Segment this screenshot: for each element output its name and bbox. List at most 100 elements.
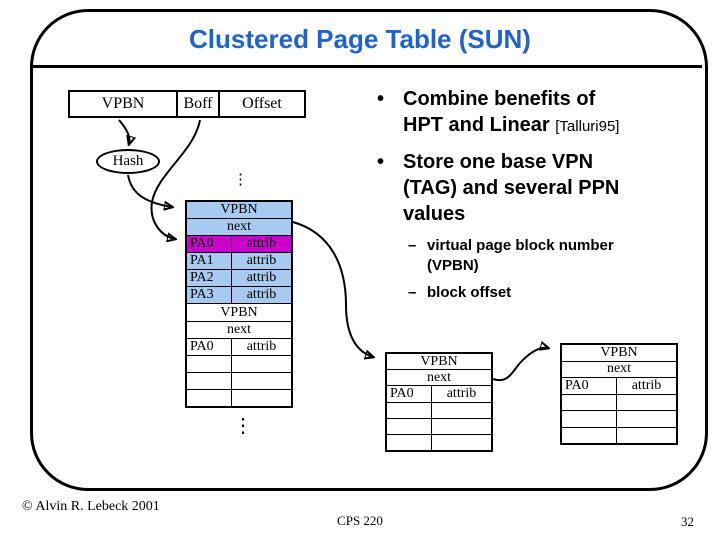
table-row: PA3 attrib bbox=[187, 286, 291, 304]
table-row bbox=[187, 354, 291, 372]
table-cell bbox=[232, 390, 291, 406]
table-cell: PA0 bbox=[562, 378, 617, 394]
table-cell: attrib bbox=[446, 385, 477, 401]
sub-bullet-line: (VPBN) bbox=[427, 257, 479, 274]
table-cell bbox=[187, 389, 232, 406]
bullet-line: values bbox=[403, 203, 466, 225]
table-cell: attrib bbox=[246, 253, 277, 269]
table-row: VPBN bbox=[187, 303, 291, 320]
address-field-boff: Boff bbox=[176, 90, 220, 118]
table-row bbox=[187, 371, 291, 389]
table-row: next bbox=[562, 360, 676, 378]
bullet-line-text: HPT and Linear bbox=[403, 114, 550, 136]
footer-course: CPS 220 bbox=[337, 513, 383, 528]
table-cell: PA0 bbox=[387, 386, 432, 402]
table-cell bbox=[617, 411, 676, 427]
table-cell: next bbox=[606, 361, 632, 377]
table-row: PA2 attrib bbox=[187, 269, 291, 287]
table-cell: VPBN bbox=[220, 202, 258, 218]
table-cell: PA0 bbox=[187, 236, 232, 253]
bullet-text: Combine benefits of HPT and Linear [Tall… bbox=[403, 86, 619, 140]
sub-bullet-list: – virtual page block number (VPBN) – blo… bbox=[408, 236, 662, 303]
table-cell bbox=[562, 427, 617, 443]
hash-ellipse: Hash bbox=[96, 149, 160, 174]
table-cell bbox=[432, 419, 491, 434]
table-cell: PA2 bbox=[187, 270, 232, 287]
overflow-table-2: VPBN next PA0 attrib bbox=[560, 343, 678, 445]
sub-bullet-2: – block offset bbox=[408, 283, 662, 303]
table-cell bbox=[187, 372, 232, 389]
table-cell bbox=[187, 355, 232, 372]
bullet-line: HPT and Linear [Talluri95] bbox=[403, 112, 619, 140]
table-cell bbox=[617, 428, 676, 444]
footer-page-number: 32 bbox=[681, 514, 694, 529]
table-cell: PA1 bbox=[187, 253, 232, 270]
sub-bullet-line: virtual page block number bbox=[427, 237, 614, 254]
bullet-item-1: • Combine benefits of HPT and Linear [Ta… bbox=[377, 86, 662, 140]
sub-bullet-1: – virtual page block number (VPBN) bbox=[408, 236, 662, 276]
table-row bbox=[387, 401, 491, 418]
table-row: PA0 attrib bbox=[187, 337, 291, 355]
table-cell: attrib bbox=[246, 287, 277, 303]
sub-bullet-dash: – bbox=[408, 237, 417, 254]
table-cell: VPBN bbox=[420, 353, 458, 369]
ellipsis-bottom: ⋮ bbox=[233, 415, 253, 437]
slide-border bbox=[30, 9, 708, 491]
table-cell: attrib bbox=[246, 338, 277, 354]
page-table-main: VPBN next PA0 attrib PA1 attrib PA2 attr… bbox=[185, 200, 293, 408]
table-row bbox=[562, 410, 676, 427]
bullet-marker: • bbox=[377, 88, 385, 110]
table-cell: next bbox=[226, 219, 252, 235]
address-field-offset: Offset bbox=[218, 90, 306, 118]
table-row bbox=[562, 393, 676, 411]
bullet-list: • Combine benefits of HPT and Linear [Ta… bbox=[377, 86, 662, 310]
bullet-text: Store one base VPN (TAG) and several PPN… bbox=[403, 149, 619, 227]
ellipsis-top: ⋮ bbox=[233, 172, 248, 188]
table-cell bbox=[562, 394, 617, 410]
table-row bbox=[387, 417, 491, 434]
table-row bbox=[387, 433, 491, 451]
table-row: VPBN bbox=[187, 202, 291, 219]
table-row: VPBN bbox=[562, 345, 676, 361]
bullet-line: Combine benefits of bbox=[403, 88, 596, 110]
table-cell: next bbox=[226, 321, 252, 337]
table-cell: VPBN bbox=[600, 344, 638, 360]
table-row: VPBN bbox=[387, 354, 491, 369]
bullet-marker: • bbox=[377, 151, 385, 173]
table-cell bbox=[432, 435, 491, 450]
table-cell bbox=[387, 418, 432, 434]
address-box: VPBN Boff Offset bbox=[68, 90, 306, 118]
footer-copyright: © Alvin R. Lebeck 2001 bbox=[22, 499, 160, 514]
table-cell: PA0 bbox=[187, 338, 232, 355]
table-cell: VPBN bbox=[220, 304, 258, 320]
table-row bbox=[562, 426, 676, 444]
bullet-line: (TAG) and several PPN bbox=[403, 177, 620, 199]
title-underline bbox=[30, 65, 702, 68]
table-cell bbox=[562, 411, 617, 427]
table-row: PA1 attrib bbox=[187, 252, 291, 270]
citation: [Talluri95] bbox=[555, 118, 620, 135]
address-field-vpbn: VPBN bbox=[68, 90, 178, 118]
table-row: next bbox=[387, 369, 491, 385]
table-cell: attrib bbox=[631, 377, 662, 393]
table-row: next bbox=[187, 320, 291, 338]
table-row: PA0 attrib bbox=[562, 377, 676, 394]
table-cell: next bbox=[426, 369, 452, 385]
bullet-line: Store one base VPN bbox=[403, 151, 594, 173]
sub-bullet-dash: – bbox=[408, 284, 417, 301]
table-cell bbox=[432, 403, 491, 418]
table-cell: PA3 bbox=[187, 287, 232, 304]
table-cell bbox=[617, 395, 676, 411]
bullet-item-2: • Store one base VPN (TAG) and several P… bbox=[377, 149, 662, 227]
slide-title: Clustered Page Table (SUN) bbox=[189, 24, 531, 54]
sub-bullet-text: block offset bbox=[427, 283, 511, 303]
sub-bullet-line: block offset bbox=[427, 284, 512, 301]
hash-label: Hash bbox=[112, 153, 144, 169]
table-row: PA0 attrib bbox=[387, 385, 491, 402]
table-cell bbox=[387, 434, 432, 451]
table-row-highlighted: PA0 attrib bbox=[187, 235, 291, 253]
table-cell: attrib bbox=[246, 270, 277, 286]
sub-bullet-text: virtual page block number (VPBN) bbox=[427, 236, 614, 276]
table-cell bbox=[387, 402, 432, 418]
